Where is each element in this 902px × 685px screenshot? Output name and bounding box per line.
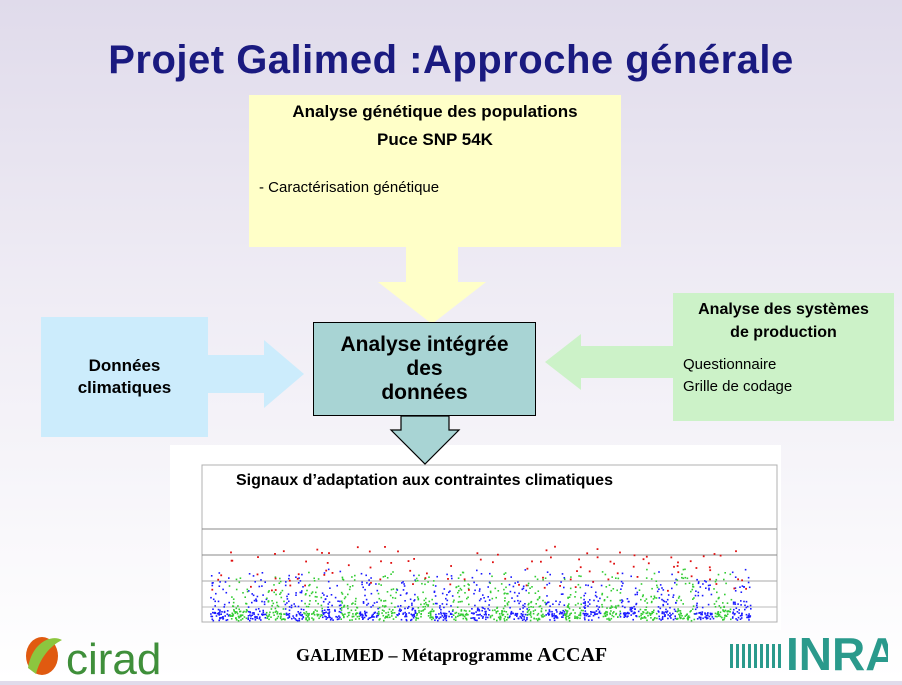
production-items: Questionnaire Grille de codage [683,356,793,395]
footer-program: Métaprogramme [402,645,538,665]
footer-project: GALIMED [296,645,385,665]
manhattan-plot-panel [170,445,781,630]
inra-logo-text: INRA [786,628,888,680]
plot-caption: Signaux d’adaptation aux contraintes cli… [236,472,613,489]
arrow-down-teal [389,416,461,465]
inra-logo: INRA [728,624,898,685]
manhattan-plot-image [170,445,781,630]
production-heading: Analyse des systèmes de production [698,301,869,341]
arrow-down-yellow [378,244,486,324]
footer-acronym: ACCAF [537,644,608,666]
cirad-logo: cirad [22,628,207,685]
genetics-heading: Analyse génétique des populations [292,102,578,121]
genetics-bullet: - Caractérisation génétique [259,179,440,196]
climate-label-line1: Données [88,356,161,375]
genetics-subheading: Puce SNP 54K [377,130,493,149]
arrow-left-green [545,334,675,390]
arrow-right-blue [206,340,304,408]
integrated-analysis-box: Analyse intégrée des données [313,322,536,416]
climate-label-line2: climatiques [77,378,172,397]
cirad-logo-text: cirad [66,635,161,680]
footer-caption: GALIMED – Métaprogramme ACCAF [296,644,607,667]
production-systems-box: Analyse des systèmes de production Quest… [673,293,894,421]
genetics-analysis-box: Analyse génétique des populations Puce S… [249,95,621,247]
climate-data-box: Données climatiques [41,317,208,437]
slide-title: Projet Galimed :Approche générale [108,38,794,82]
footer-dash: – [384,645,403,665]
integrated-label: Analyse intégrée des données [340,333,509,404]
